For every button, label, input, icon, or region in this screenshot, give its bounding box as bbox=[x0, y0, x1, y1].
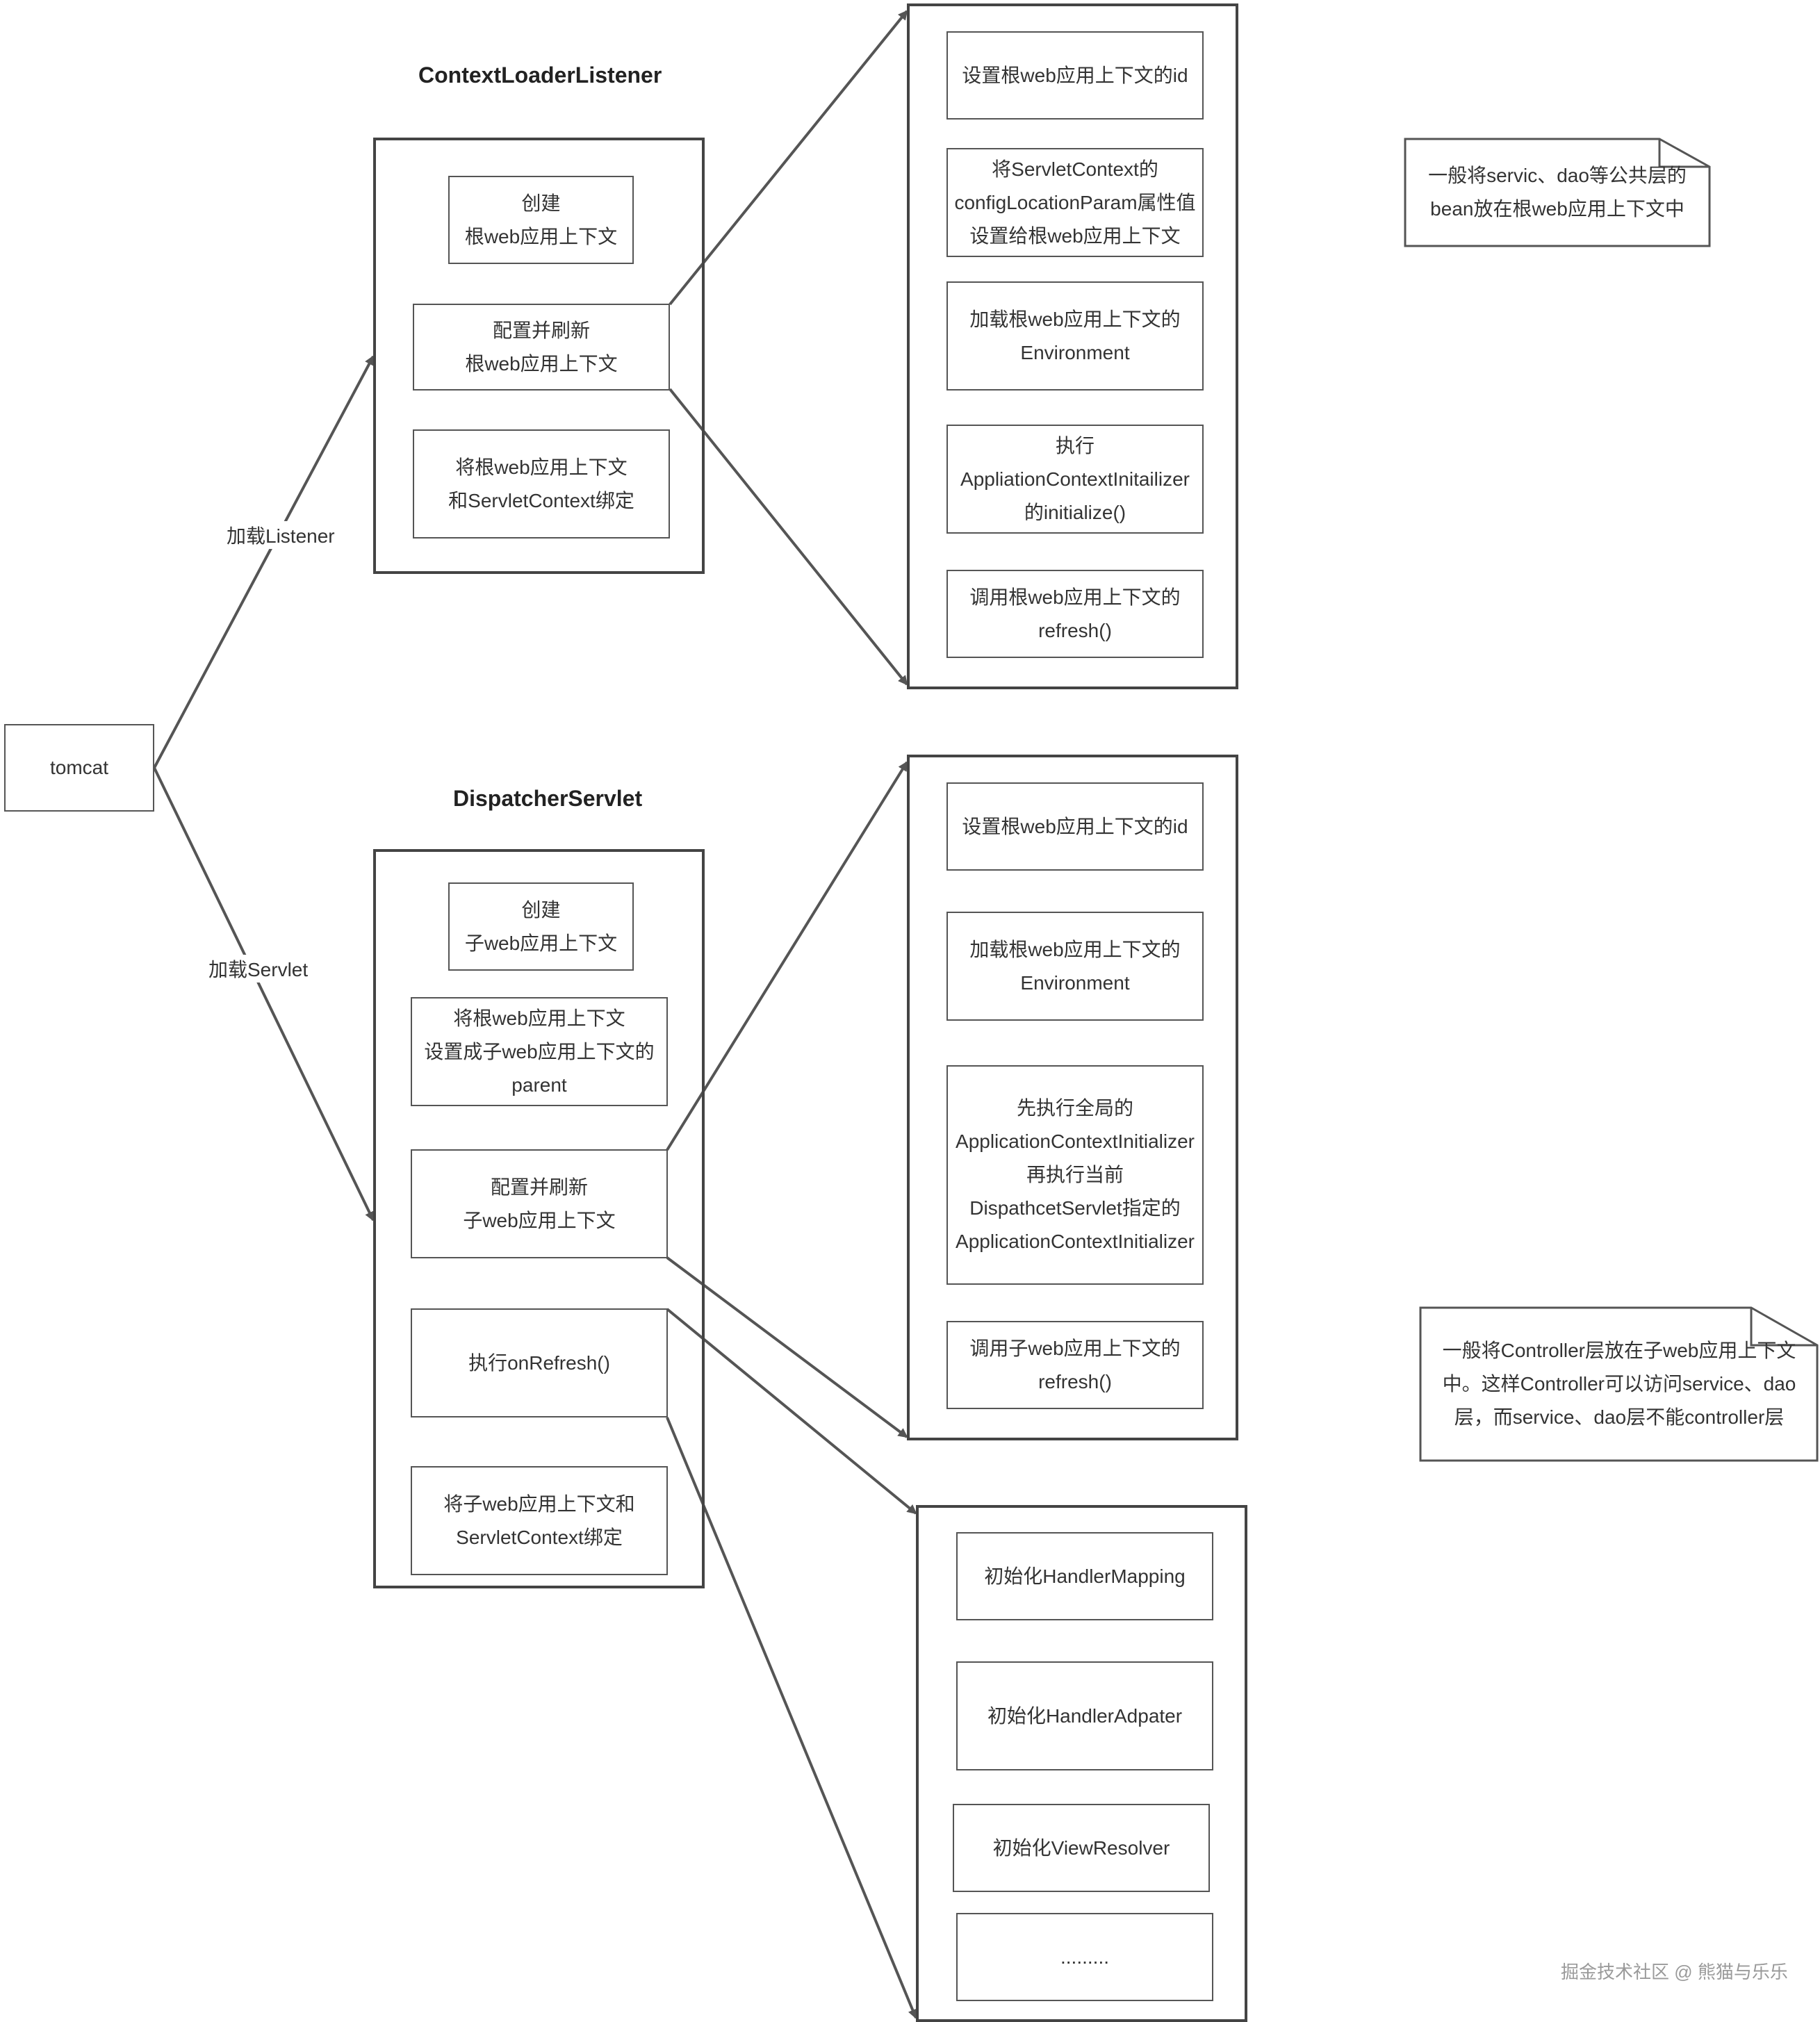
root-refresh-detail-group bbox=[907, 3, 1238, 689]
onrefresh-init-handler-mapping: 初始化HandlerMapping bbox=[956, 1532, 1213, 1620]
dispatcher-servlet-group bbox=[373, 849, 705, 1588]
dispatcher-servlet-title: DispatcherServlet bbox=[453, 786, 643, 811]
servlet-step-set-parent: 将根web应用上下文 设置成子web应用上下文的 parent bbox=[411, 997, 668, 1106]
child-refresh-detail-group bbox=[907, 755, 1238, 1440]
edge-refresh-root-top bbox=[669, 10, 908, 306]
note-root-context-text: 一般将servic、dao等公共层的 bean放在根web应用上下文中 bbox=[1428, 165, 1687, 220]
onrefresh-ellipsis: ......... bbox=[956, 1913, 1213, 2001]
edge-tomcat-to-listener bbox=[153, 355, 375, 768]
edge-onrefresh-top bbox=[666, 1308, 917, 1515]
servlet-step-refresh: 配置并刷新 子web应用上下文 bbox=[411, 1149, 668, 1258]
child-refresh-set-id: 设置根web应用上下文的id bbox=[946, 782, 1204, 871]
tomcat-node: tomcat bbox=[4, 724, 154, 812]
child-refresh-environment: 加载根web应用上下文的 Environment bbox=[946, 912, 1204, 1021]
onrefresh-init-view-resolver: 初始化ViewResolver bbox=[953, 1804, 1210, 1892]
edge-refresh-root-bottom bbox=[669, 388, 908, 686]
edge-refresh-child-bottom bbox=[666, 1256, 908, 1438]
root-refresh-set-id: 设置根web应用上下文的id bbox=[946, 31, 1204, 120]
listener-step-create: 创建 根web应用上下文 bbox=[448, 176, 634, 264]
edge-tomcat-to-servlet bbox=[153, 767, 375, 1222]
edge-onrefresh-bottom bbox=[666, 1417, 917, 2019]
listener-step-refresh: 配置并刷新 根web应用上下文 bbox=[413, 304, 670, 391]
root-refresh-config-location: 将ServletContext的 configLocationParam属性值 … bbox=[946, 148, 1204, 257]
edge-refresh-child-top bbox=[666, 761, 908, 1151]
note-child-context-text: 一般将Controller层放在子web应用上下文 中。这样Controller… bbox=[1442, 1340, 1796, 1428]
watermark: 掘金技术社区 @ 熊猫与乐乐 bbox=[1561, 1962, 1788, 1982]
child-refresh-initializers: 先执行全局的 ApplicationContextInitializer 再执行… bbox=[946, 1065, 1204, 1285]
edge-label-servlet: 加载Servlet bbox=[206, 955, 311, 983]
listener-step-bind: 将根web应用上下文 和ServletContext绑定 bbox=[413, 429, 670, 539]
onrefresh-detail-group bbox=[916, 1505, 1247, 2022]
root-refresh-refresh-call: 调用根web应用上下文的 refresh() bbox=[946, 570, 1204, 658]
note-shape-icon bbox=[1419, 1306, 1819, 1462]
servlet-step-onrefresh: 执行onRefresh() bbox=[411, 1308, 668, 1417]
root-refresh-environment: 加载根web应用上下文的 Environment bbox=[946, 281, 1204, 391]
child-refresh-refresh-call: 调用子web应用上下文的 refresh() bbox=[946, 1321, 1204, 1409]
edge-label-listener: 加载Listener bbox=[224, 521, 338, 549]
root-refresh-initializer: 执行 AppliationContextInitailizer 的initial… bbox=[946, 425, 1204, 534]
context-loader-listener-group bbox=[373, 138, 705, 574]
note-child-context: 一般将Controller层放在子web应用上下文 中。这样Controller… bbox=[1419, 1306, 1819, 1462]
note-shape-icon bbox=[1404, 138, 1711, 247]
onrefresh-init-handler-adapter: 初始化HandlerAdpater bbox=[956, 1661, 1213, 1770]
servlet-step-bind: 将子web应用上下文和 ServletContext绑定 bbox=[411, 1466, 668, 1575]
servlet-step-create: 创建 子web应用上下文 bbox=[448, 882, 634, 971]
note-root-context: 一般将servic、dao等公共层的 bean放在根web应用上下文中 bbox=[1404, 138, 1711, 247]
context-loader-listener-title: ContextLoaderListener bbox=[418, 63, 662, 88]
